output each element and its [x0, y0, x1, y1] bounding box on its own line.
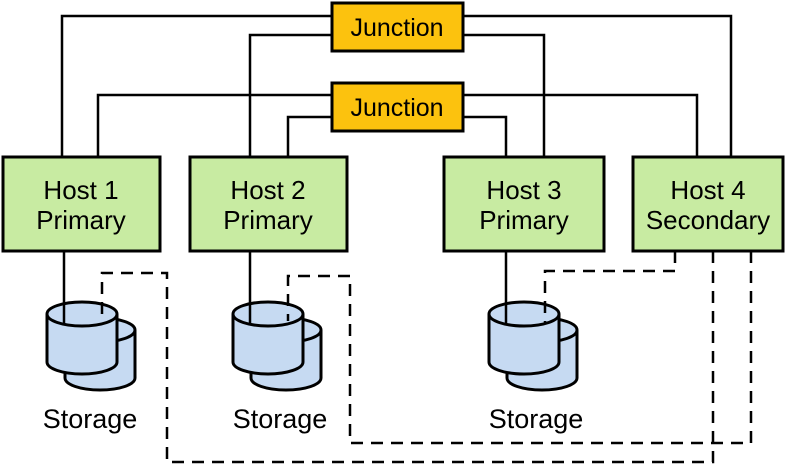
junction-2-label: Junction [350, 94, 443, 122]
storage-3-cylinder-icon [487, 300, 579, 392]
junction-1-box [330, 1, 465, 53]
link-junction2-host1 [96, 93, 333, 158]
host-3-name: Host 3 [486, 175, 561, 205]
link-junction2-host2 [286, 115, 333, 158]
storage-cylinders [45, 300, 579, 392]
host-4-role: Secondary [646, 205, 770, 235]
cylinder-front-body [487, 314, 561, 376]
cylinder-front-body [45, 314, 119, 376]
link-junction2-host3 [462, 115, 508, 158]
junction-host-links [60, 14, 733, 158]
host-4-name: Host 4 [670, 175, 745, 205]
dashed-link-host4-storage2 [286, 251, 753, 445]
junction-boxes [330, 1, 465, 133]
junction-1-label: Junction [350, 14, 443, 42]
host-4-box [631, 155, 785, 253]
host-3-box [442, 155, 606, 253]
link-junction2-host4 [462, 93, 699, 158]
dashed-link-host4-storage3 [543, 251, 677, 324]
host-1-name: Host 1 [43, 175, 118, 205]
cylinder-front-top [487, 300, 561, 328]
link-junction1-host4 [462, 14, 733, 158]
cylinder-front-top [45, 300, 119, 328]
labels: Junction Junction Host 1 Primary Host 2 … [36, 14, 770, 434]
host-2-role: Primary [223, 205, 313, 235]
cylinder-front-body [231, 314, 305, 376]
host-1-box [1, 155, 162, 253]
host-storage-links [62, 251, 508, 325]
host-1-role: Primary [36, 205, 126, 235]
host-2-name: Host 2 [230, 175, 305, 205]
host-3-role: Primary [479, 205, 569, 235]
storage-2-cylinder-icon [231, 300, 323, 392]
storage-2-label: Storage [233, 404, 328, 434]
link-junction1-host3 [462, 33, 546, 158]
storage-1-label: Storage [43, 404, 138, 434]
junction-2-box [330, 81, 465, 133]
host-boxes [1, 155, 785, 253]
link-junction1-host1 [60, 14, 333, 158]
storage-1-cylinder-icon [45, 300, 137, 392]
storage-3-label: Storage [489, 404, 584, 434]
dashed-link-host4-storage1 [100, 251, 715, 464]
link-junction1-host2 [248, 33, 333, 158]
cylinder-front-top [231, 300, 305, 328]
host-2-box [188, 155, 349, 253]
host4-dashed-links [100, 251, 753, 464]
